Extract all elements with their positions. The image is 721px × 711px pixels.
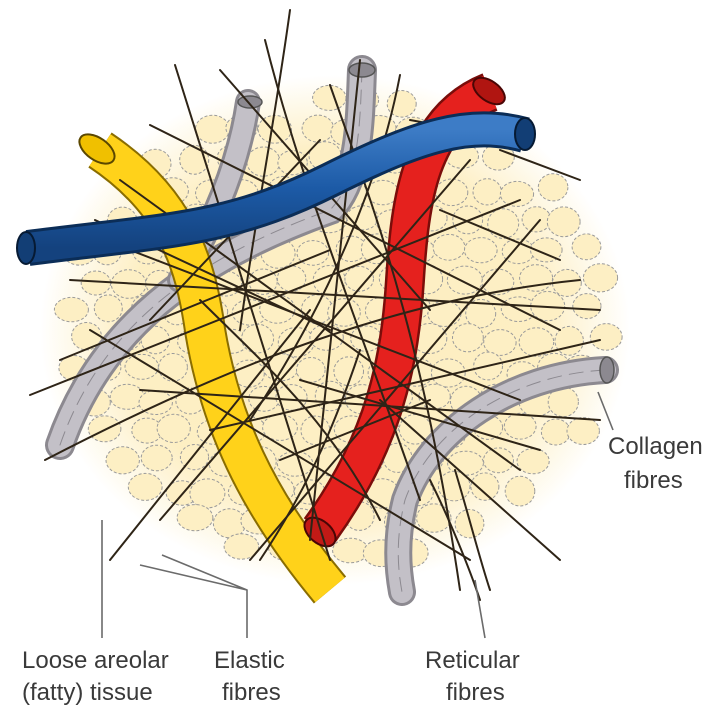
fat-cell xyxy=(504,413,536,439)
fat-cell xyxy=(453,324,484,352)
fat-cell xyxy=(247,147,280,176)
fat-cell xyxy=(484,448,514,473)
label-elastic-line2: fibres xyxy=(222,679,281,706)
leader-line-reticular xyxy=(475,580,485,638)
label-loose-areolar-line1: Loose areolar xyxy=(22,647,169,674)
fat-cell xyxy=(484,330,516,356)
fat-cell xyxy=(106,447,139,474)
fat-cell xyxy=(471,473,499,500)
collagen-fibre-end xyxy=(238,96,262,108)
fat-cell xyxy=(522,207,551,232)
fat-cell xyxy=(297,358,326,383)
collagen-fibre-end xyxy=(349,63,375,77)
fat-cell xyxy=(541,419,570,445)
fat-cell xyxy=(465,238,498,263)
label-elastic-line1: Elastic xyxy=(214,647,285,674)
collagen-fibre-end xyxy=(600,357,614,383)
fat-cell xyxy=(159,354,188,382)
fat-cell xyxy=(517,449,549,474)
fat-cell xyxy=(590,324,622,351)
fat-cell xyxy=(302,115,334,142)
label-collagen-line2: fibres xyxy=(624,467,683,494)
label-reticular-line1: Reticular xyxy=(425,647,520,674)
fat-cell xyxy=(500,181,533,206)
blue-vessel-end xyxy=(515,118,535,150)
fat-cell xyxy=(473,179,501,205)
fat-cell xyxy=(88,416,121,442)
fat-cell xyxy=(141,445,172,471)
fat-cell xyxy=(195,115,229,143)
fat-cell xyxy=(125,354,158,379)
fat-cell xyxy=(333,538,369,563)
label-loose-areolar-line2: (fatty) tissue xyxy=(22,679,153,706)
fat-cell xyxy=(547,207,580,237)
fat-cell xyxy=(567,418,599,445)
fat-cell xyxy=(313,85,346,110)
fat-cell xyxy=(488,209,519,239)
fat-cell xyxy=(128,473,162,500)
fat-cell xyxy=(505,476,535,506)
label-reticular-line2: fibres xyxy=(446,679,505,706)
fat-cell xyxy=(433,234,465,260)
fat-cell xyxy=(190,479,225,508)
fat-cell xyxy=(573,294,601,319)
fat-cell xyxy=(54,297,88,321)
fat-cell xyxy=(572,234,601,260)
fat-cell xyxy=(94,295,122,322)
label-collagen-line1: Collagen xyxy=(608,433,703,460)
fat-cell xyxy=(177,505,213,531)
blue-vessel-end xyxy=(17,232,35,264)
fat-cell xyxy=(436,179,468,206)
fat-cell xyxy=(157,414,190,442)
fat-cell xyxy=(538,174,568,201)
fat-cell xyxy=(583,264,617,292)
fat-cell xyxy=(110,384,144,409)
fat-cell xyxy=(447,266,482,294)
